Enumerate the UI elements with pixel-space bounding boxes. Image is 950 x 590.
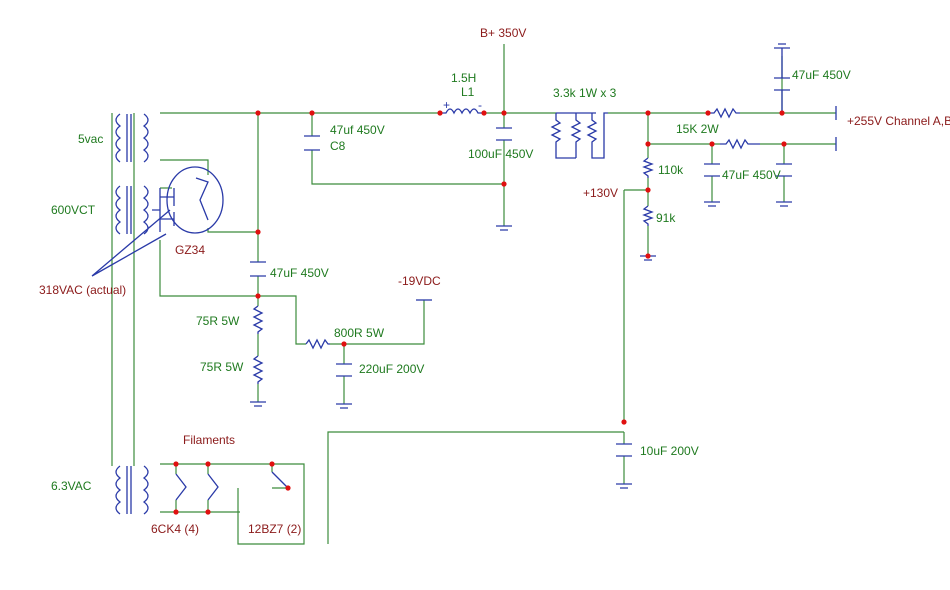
resistor-75r-a	[252, 305, 264, 334]
label-filaments: Filaments	[183, 433, 235, 447]
inductor-l1	[440, 108, 484, 115]
transformer-600vct	[115, 185, 161, 235]
labels: B+ 350V 1.5H L1 + - 3.3k 1W x 3 +255V Ch…	[39, 26, 950, 536]
ground-symbols	[250, 43, 837, 489]
label-cap-neg: 47uF 450V	[270, 266, 329, 280]
label-output: +255V Channel A,B	[847, 114, 950, 128]
label-cap-c8-value: 47uf 450V	[330, 123, 385, 137]
resistor-110k	[642, 157, 654, 178]
resistor-91k	[642, 205, 654, 226]
rectifier-tube-gz34	[160, 166, 224, 234]
resistor-800r	[305, 338, 330, 350]
label-res-array: 3.3k 1W x 3	[553, 86, 617, 100]
label-gz34: GZ34	[175, 243, 205, 257]
label-6-3vac: 6.3VAC	[51, 479, 92, 493]
label-15k: 15K 2W	[676, 122, 719, 136]
junction-dots	[173, 110, 787, 515]
label-110k: 110k	[658, 163, 684, 177]
label-cap-220uf: 220uF 200V	[359, 362, 424, 376]
label-cap-10uf: 10uF 200V	[640, 444, 699, 458]
label-91k: 91k	[656, 211, 676, 225]
label-6ck4: 6CK4 (4)	[151, 522, 199, 536]
label-800r: 800R 5W	[334, 326, 385, 340]
label-cap-c8: C8	[330, 139, 346, 153]
label-130v: +130V	[583, 186, 618, 200]
label-cap-top-right: 47uF 450V	[792, 68, 851, 82]
label-318vac: 318VAC (actual)	[39, 283, 126, 297]
label-75r-b: 75R 5W	[200, 360, 244, 374]
label-bplus: B+ 350V	[480, 26, 526, 40]
label-plus: +	[443, 98, 450, 112]
resistor-15k	[720, 138, 760, 150]
label-75r-a: 75R 5W	[196, 314, 240, 328]
transformer-6-3vac	[115, 465, 149, 515]
label-600vct: 600VCT	[51, 203, 96, 217]
resistor-75r-b	[252, 355, 264, 384]
label-neg19vdc: -19VDC	[398, 274, 441, 288]
filament-heaters	[175, 471, 289, 501]
voltage-pointer-lines	[91, 209, 171, 277]
label-inductor-name: L1	[461, 85, 475, 99]
resistor-top-right	[708, 107, 740, 119]
wires	[111, 44, 836, 545]
label-cap-mid: 47uF 450V	[722, 168, 781, 182]
label-cap-100uf: 100uF 450V	[468, 147, 533, 161]
label-inductor-value: 1.5H	[451, 71, 476, 85]
label-12bz7: 12BZ7 (2)	[248, 522, 301, 536]
label-minus: -	[478, 98, 482, 112]
capacitors	[250, 56, 792, 457]
resistor-3-3k-array	[550, 112, 608, 159]
label-5vac: 5vac	[78, 132, 103, 146]
transformer-5vac	[115, 113, 149, 163]
